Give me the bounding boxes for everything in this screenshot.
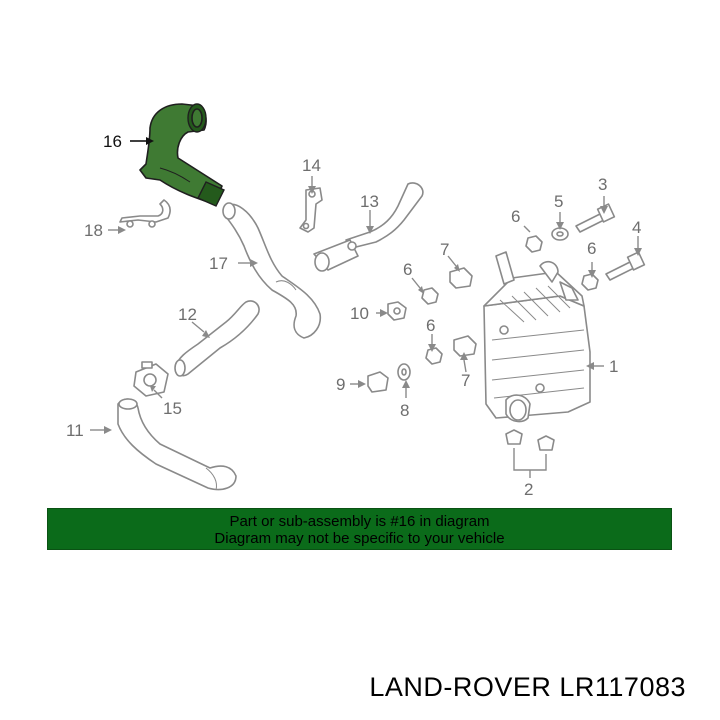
callout-6-low: 6 [426,316,435,335]
brand-part-number: LAND-ROVER LR117083 [369,672,686,702]
part-16-highlighted-pipe [139,103,225,207]
leader-lines [90,137,642,478]
callout-13: 13 [360,192,379,211]
callout-6-right: 6 [587,239,596,258]
callout-1: 1 [609,357,618,376]
part-4-bolt [605,251,646,281]
callout-14: 14 [302,156,321,175]
callout-3: 3 [598,175,607,194]
banner-line-2: Diagram may not be specific to your vehi… [214,530,505,547]
callout-7-low: 7 [461,371,470,390]
callout-6-top: 6 [511,207,520,226]
callout-labels: 16 18 17 14 13 12 15 11 3 5 6 4 6 7 6 10… [66,132,641,499]
callout-9: 9 [336,375,345,394]
part-6-nut [525,235,543,253]
part-13-pipe [313,182,424,272]
part-9-clip [367,371,389,393]
part-8-washer [397,363,411,381]
part-6-nut [581,273,599,291]
part-17-hose [222,202,322,339]
callout-6-mid: 6 [403,260,412,279]
callout-4: 4 [632,218,641,237]
callout-18: 18 [84,221,103,240]
part-15-outlet [133,361,169,397]
info-banner: Part or sub-assembly is #16 in diagram D… [47,508,672,550]
banner-line-1: Part or sub-assembly is #16 in diagram [229,513,490,530]
callout-2: 2 [524,480,533,499]
part-1-intercooler [483,251,591,423]
part-14-bracket [299,187,323,233]
callout-12: 12 [178,305,197,324]
part-10-nut [387,301,407,321]
parts-diagram: 16 18 17 14 13 12 15 11 3 5 6 4 6 7 6 10… [66,103,646,499]
part-6-nut [421,287,439,305]
part-12-hose [174,300,260,377]
part-3-bolt [575,203,616,233]
callout-16: 16 [103,132,122,151]
part-6-nut [425,347,443,365]
callout-7-top: 7 [440,240,449,259]
part-11-hose [117,398,237,491]
callout-8: 8 [400,401,409,420]
part-7-mount [449,267,473,289]
callout-15: 15 [163,399,182,418]
part-2-clips [505,429,555,451]
callout-17: 17 [209,254,228,273]
callout-5: 5 [554,192,563,211]
part-18-bracket [119,199,171,228]
part-7-mount [453,335,477,357]
callout-11: 11 [66,421,84,440]
callout-10: 10 [350,304,369,323]
